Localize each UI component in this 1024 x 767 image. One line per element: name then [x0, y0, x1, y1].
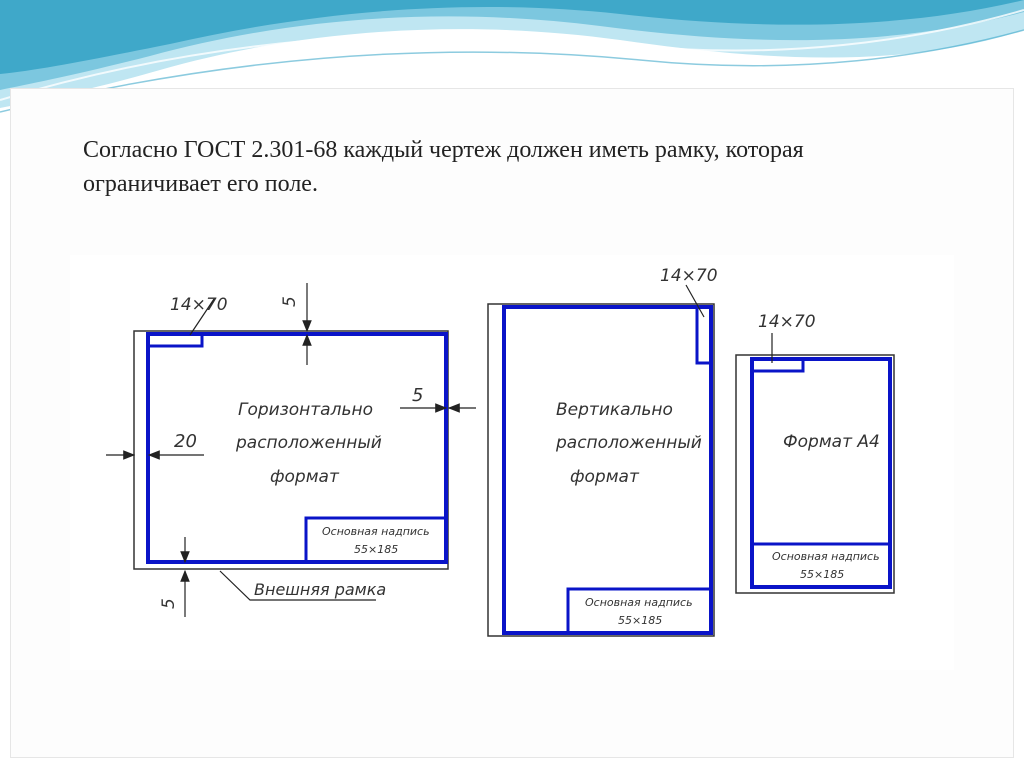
- a4-format: 14×70 Формат А4 Основная надпись 55×185: [735, 312, 895, 594]
- vertical-title-block-line-2: 55×185: [618, 614, 662, 627]
- caption-line-1: Согласно ГОСТ 2.301-68 каждый чертеж дол…: [83, 137, 804, 163]
- vertical-stamp-box: [695, 305, 713, 365]
- horizontal-format: 14×70 5 5 20 5 Горизонтально расположенн…: [106, 283, 476, 617]
- a4-title-block: [750, 542, 892, 589]
- vertical-outer-frame: [487, 303, 715, 637]
- vertical-label-line-3: формат: [570, 467, 640, 487]
- vertical-title-block: [566, 587, 713, 635]
- vertical-label-line-2: расположенный: [555, 433, 702, 453]
- vertical-stamp-size-label: 14×70: [660, 266, 718, 286]
- horizontal-outer-frame-label: Внешняя рамка: [254, 580, 386, 599]
- a4-title-block-line-1: Основная надпись: [772, 550, 880, 563]
- vertical-stamp-leader: [685, 284, 705, 318]
- a4-outer-frame: [735, 354, 895, 594]
- horizontal-bottom-dim-label: 5: [159, 598, 179, 609]
- horizontal-right-dim-label: 5: [412, 385, 423, 406]
- horizontal-title-block: [304, 516, 448, 564]
- horizontal-top-dim-label: 5: [280, 296, 300, 307]
- a4-stamp-size-label: 14×70: [758, 312, 816, 332]
- horizontal-label-line-1: Горизонтально: [238, 400, 373, 420]
- horizontal-left-dim-label: 20: [174, 431, 197, 452]
- horizontal-stamp-box: [146, 332, 204, 348]
- caption-line-2: ограничивает его поле.: [83, 171, 318, 197]
- horizontal-label-line-2: расположенный: [235, 433, 382, 453]
- vertical-title-block-line-1: Основная надпись: [585, 596, 693, 609]
- gost-frame-diagram: 14×70 5 5 20 5 Горизонтально расположенн…: [70, 255, 954, 670]
- a4-stamp-box: [750, 357, 805, 373]
- a4-format-label: Формат А4: [783, 432, 880, 452]
- horizontal-inner-frame: [146, 332, 448, 564]
- a4-title-block-line-2: 55×185: [800, 568, 844, 581]
- horizontal-title-block-line-2: 55×185: [354, 543, 398, 556]
- horizontal-label-line-3: формат: [270, 467, 340, 487]
- caption-text: Согласно ГОСТ 2.301-68 каждый чертеж дол…: [83, 133, 963, 201]
- vertical-label-line-1: Вертикально: [556, 400, 673, 420]
- diagram-canvas: 14×70 5 5 20 5 Горизонтально расположенн…: [106, 266, 895, 637]
- horizontal-outer-frame-leader: [219, 570, 376, 601]
- horizontal-stamp-size-label: 14×70: [170, 295, 228, 315]
- horizontal-stamp-leader: [189, 298, 215, 336]
- vertical-format: 14×70 Вертикально расположенный формат О…: [487, 266, 718, 637]
- horizontal-title-block-line-1: Основная надпись: [322, 525, 430, 538]
- wave-header-decoration: [0, 0, 1024, 113]
